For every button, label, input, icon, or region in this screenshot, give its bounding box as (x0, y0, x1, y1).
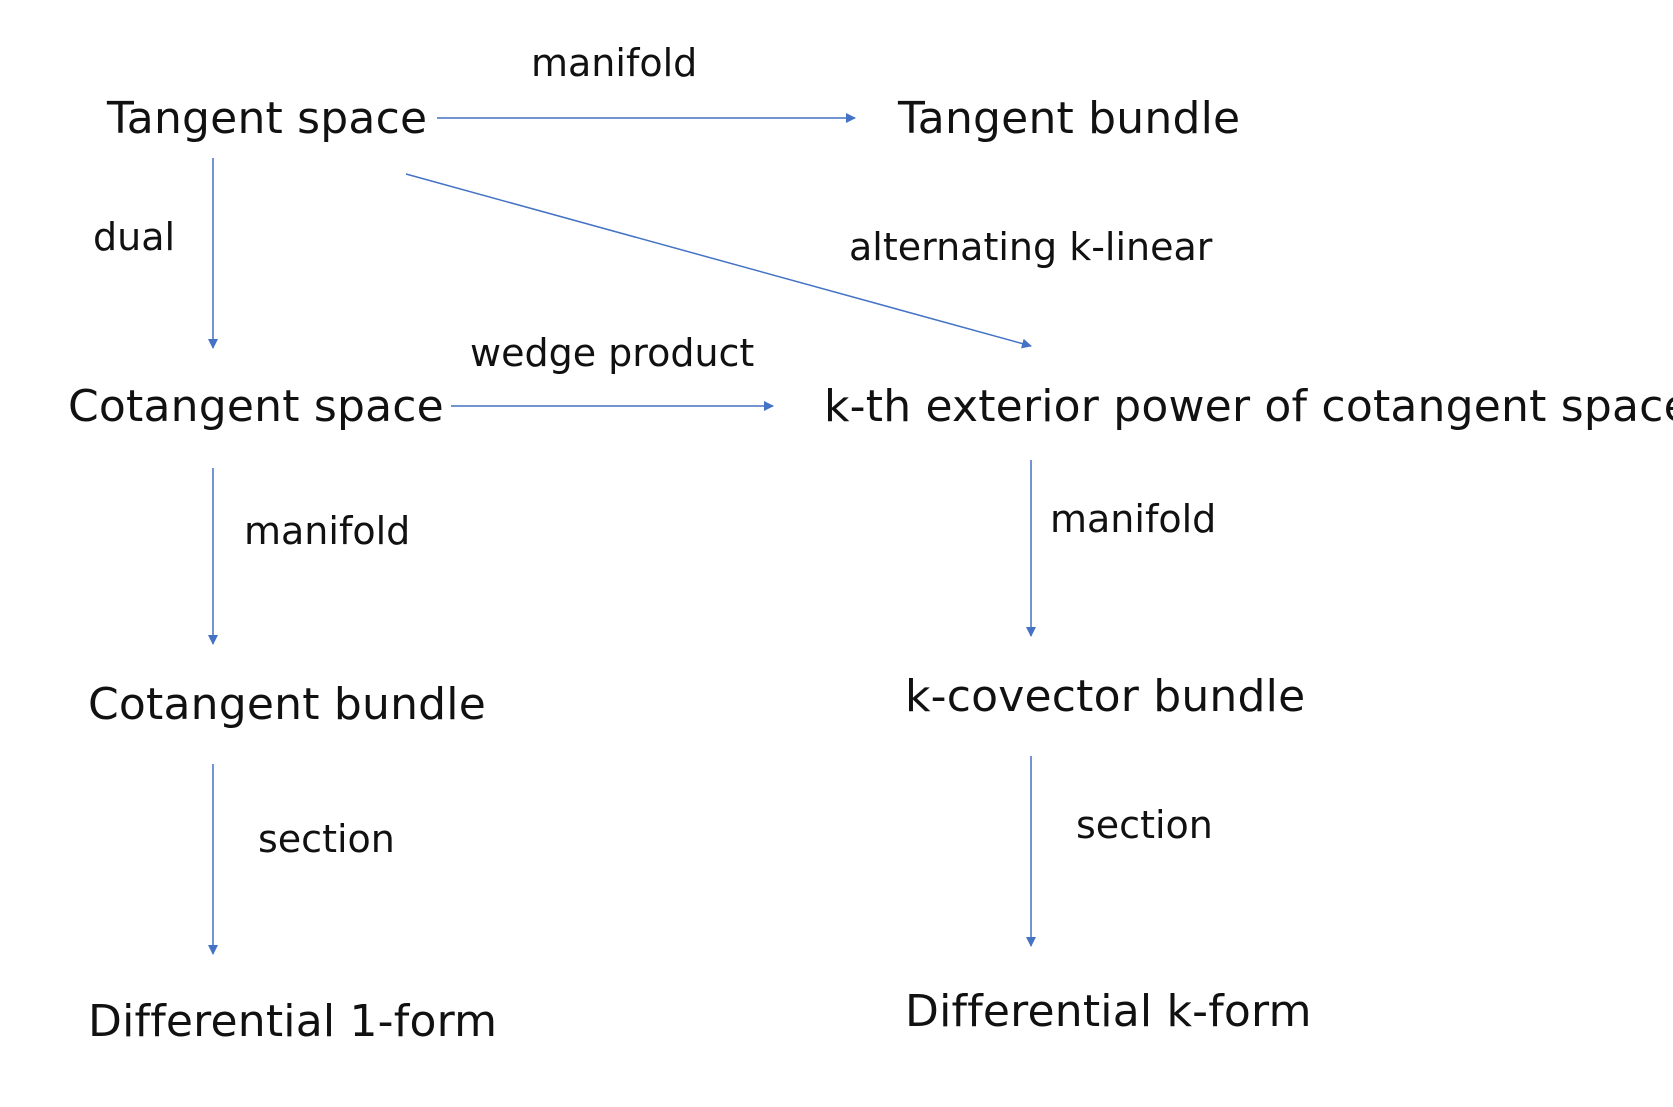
node-k-covector-bundle: k-covector bundle (905, 671, 1306, 722)
node-differential-k-form: Differential k-form (905, 986, 1312, 1037)
label-manifold-top: manifold (531, 41, 698, 85)
label-section-right: section (1076, 803, 1213, 847)
node-kth-exterior-power: k-th exterior power of cotangent space (824, 381, 1673, 432)
label-section-left: section (258, 817, 395, 861)
node-tangent-space: Tangent space (107, 93, 428, 144)
node-cotangent-bundle: Cotangent bundle (88, 679, 486, 730)
label-manifold-left: manifold (244, 509, 411, 553)
node-differential-1-form: Differential 1-form (88, 996, 498, 1047)
label-wedge-product: wedge product (470, 331, 755, 375)
arrow-tangent-space-to-kth-exterior-power (405, 173, 1032, 349)
node-tangent-bundle: Tangent bundle (898, 93, 1241, 144)
label-alternating-k-linear: alternating k-linear (849, 225, 1213, 269)
node-cotangent-space: Cotangent space (68, 381, 444, 432)
label-dual: dual (93, 215, 176, 259)
label-manifold-right: manifold (1050, 497, 1217, 541)
